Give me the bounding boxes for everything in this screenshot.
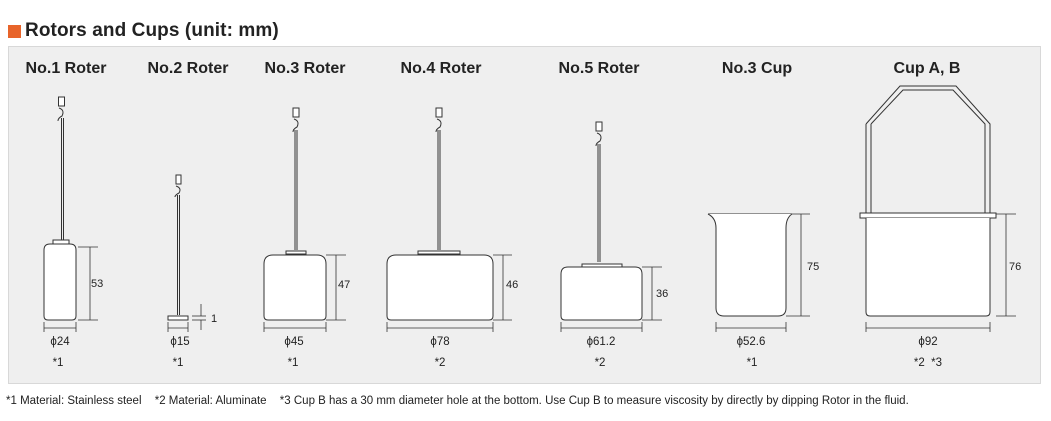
no3-roter-shape <box>263 107 327 321</box>
no1-height-label: 53 <box>91 278 103 290</box>
no3-cup-shape <box>707 213 793 317</box>
no4-material-note: *2 <box>435 357 446 369</box>
item-name-no3-cup: No.3 Cup <box>722 60 792 77</box>
footnote-3: *3 Cup B has a 30 mm diameter hole at th… <box>279 395 909 407</box>
no2-thickness-label: 1 <box>211 313 217 325</box>
no3-height-label: 47 <box>338 279 350 291</box>
section-title-text: Rotors and Cups (unit: mm) <box>25 20 279 41</box>
no3-diameter-label: ϕ45 <box>284 336 303 348</box>
item-name-no5-roter: No.5 Roter <box>559 60 640 77</box>
no3cup-height-label: 75 <box>807 261 819 273</box>
no2-roter-shape <box>167 174 189 321</box>
no1-material-note: *1 <box>53 357 64 369</box>
item-name-no3-roter: No.3 Roter <box>265 60 346 77</box>
cup-ab-shape <box>859 85 997 317</box>
cupab-height-label: 76 <box>1009 261 1021 273</box>
footnote-1: *1 Material: Stainless steel <box>6 395 142 407</box>
item-name-no2-roter: No.2 Roter <box>148 60 229 77</box>
no5-diameter-label: ϕ61.2 <box>587 336 616 348</box>
item-name-no1-roter: No.1 Roter <box>26 60 107 77</box>
footnote-2: *2 Material: Aluminate <box>154 395 267 407</box>
cupab-material-note: *2 *3 <box>914 357 942 369</box>
no3cup-diameter-label: ϕ52.6 <box>737 336 766 348</box>
footnotes: *1 Material: Stainless steel *2 Material… <box>6 395 919 407</box>
no5-height-label: 36 <box>656 288 668 300</box>
title-marker <box>8 24 21 38</box>
item-name-cup-ab: Cup A, B <box>894 60 961 77</box>
no5-roter-shape <box>560 121 643 321</box>
no2-material-note: *1 <box>173 357 184 369</box>
no4-height-label: 46 <box>506 279 518 291</box>
no1-diameter-label: ϕ24 <box>50 336 70 348</box>
no3-material-note: *1 <box>288 357 299 369</box>
no5-material-note: *2 <box>595 357 606 369</box>
no4-roter-shape <box>386 107 494 321</box>
section-title: Rotors and Cups (unit: mm) <box>8 20 279 42</box>
no1-roter-shape <box>43 96 77 321</box>
no3cup-material-note: *1 <box>747 357 758 369</box>
no4-diameter-label: ϕ78 <box>430 336 449 348</box>
no2-diameter-label: ϕ15 <box>170 336 189 348</box>
cupab-diameter-label: ϕ92 <box>918 336 937 348</box>
item-name-no4-roter: No.4 Roter <box>401 60 482 77</box>
